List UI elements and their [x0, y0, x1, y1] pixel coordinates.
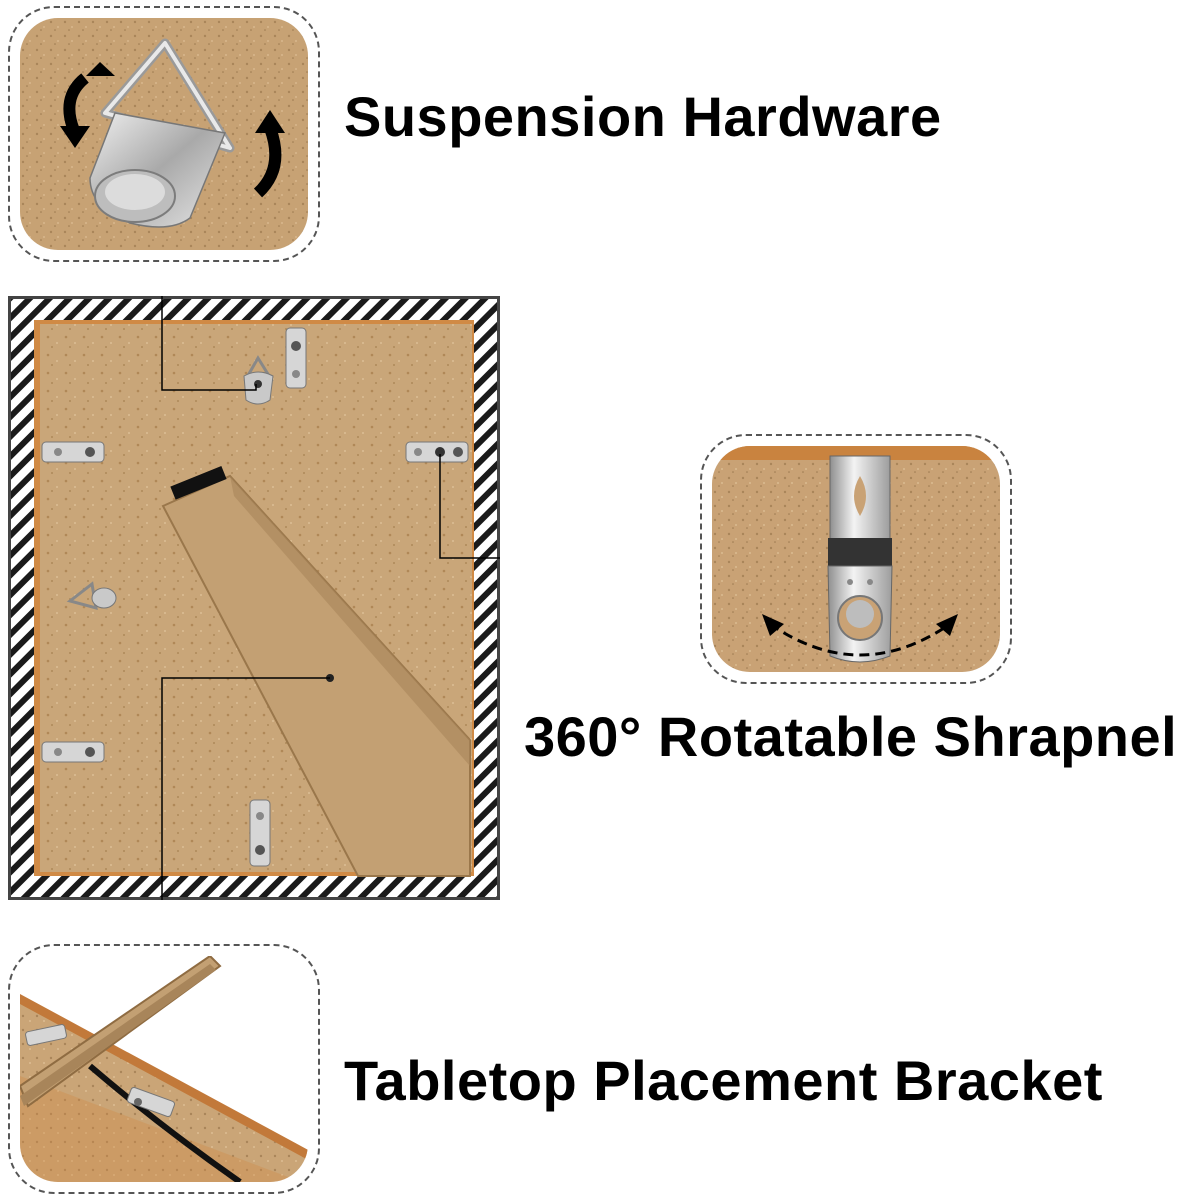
- rotatable-shrapnel-photo: [712, 446, 1000, 672]
- top-clip: [285, 327, 307, 389]
- bottom-clip: [249, 799, 271, 867]
- tabletop-bracket-label: Tabletop Placement Bracket: [344, 1049, 1103, 1112]
- right-clip-top: [405, 441, 469, 463]
- suspension-hardware-photo: [20, 18, 308, 250]
- suspension-hardware-callout: [8, 6, 320, 262]
- rotatable-shrapnel-callout: [700, 434, 1012, 684]
- picture-frame-back: [8, 296, 500, 900]
- tabletop-bracket-callout: [8, 944, 320, 1194]
- left-clip-bottom: [41, 741, 105, 763]
- side-triangle-hanger: [66, 581, 117, 611]
- tabletop-bracket-photo: [20, 956, 308, 1182]
- suspension-hardware-label: Suspension Hardware: [344, 85, 942, 148]
- rotatable-shrapnel-label: 360° Rotatable Shrapnel: [524, 705, 1178, 768]
- left-clip-top: [41, 441, 105, 463]
